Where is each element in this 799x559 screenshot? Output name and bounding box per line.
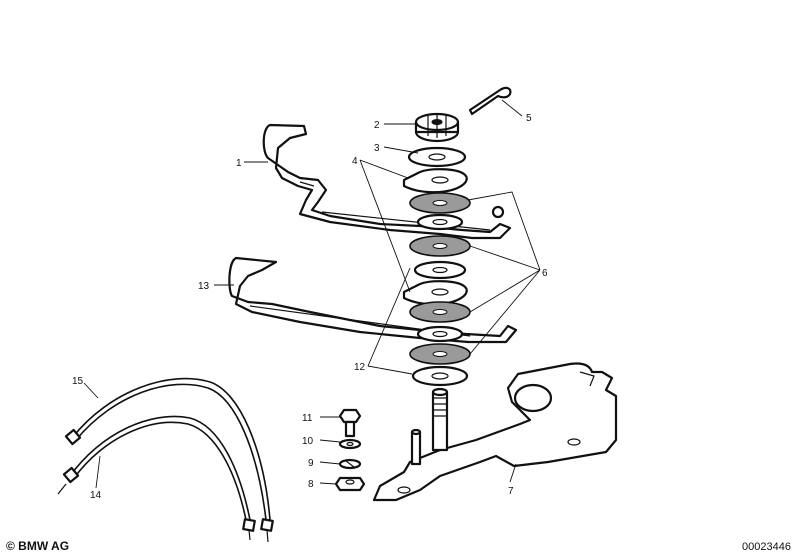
callout-labels: 1 2 3 4 5 6 7 8 9 10 11 12 13 14 15 bbox=[72, 113, 548, 501]
callout-2: 2 bbox=[374, 120, 380, 131]
copyright-notice: © BMW AG bbox=[6, 539, 70, 553]
washer-12[interactable] bbox=[411, 365, 469, 387]
tab-plate-lower[interactable] bbox=[402, 280, 468, 306]
washer-3[interactable] bbox=[407, 146, 467, 168]
cable-14[interactable] bbox=[57, 415, 256, 541]
callout-13: 13 bbox=[198, 281, 210, 292]
leader-lines bbox=[83, 99, 541, 489]
friction-disc-1[interactable] bbox=[409, 192, 471, 214]
lower-lever[interactable] bbox=[228, 256, 518, 344]
callout-12: 12 bbox=[354, 362, 366, 373]
callout-9: 9 bbox=[308, 458, 314, 469]
callout-10: 10 bbox=[302, 436, 314, 447]
washer-lower[interactable] bbox=[413, 260, 467, 280]
document-number: 00023446 bbox=[742, 541, 791, 553]
callout-5: 5 bbox=[526, 113, 532, 124]
callout-15: 15 bbox=[72, 376, 84, 387]
flat-washer-10[interactable] bbox=[338, 438, 362, 450]
spring-washer-9[interactable] bbox=[338, 458, 362, 470]
callout-11: 11 bbox=[302, 413, 313, 424]
callout-8: 8 bbox=[308, 479, 314, 490]
callout-3: 3 bbox=[374, 143, 380, 154]
upper-lever[interactable] bbox=[262, 123, 512, 240]
cable-15[interactable] bbox=[64, 377, 274, 543]
callout-7: 7 bbox=[508, 486, 514, 497]
callout-1: 1 bbox=[236, 158, 242, 169]
friction-disc-3[interactable] bbox=[409, 301, 471, 323]
washer-mid[interactable] bbox=[416, 213, 464, 231]
tab-plate-upper[interactable] bbox=[402, 168, 468, 194]
friction-disc-4[interactable] bbox=[409, 343, 471, 365]
castle-nut[interactable] bbox=[414, 112, 460, 143]
callout-6: 6 bbox=[542, 268, 548, 279]
callout-4: 4 bbox=[352, 156, 358, 167]
cotter-pin[interactable] bbox=[468, 86, 512, 116]
friction-disc-2[interactable] bbox=[409, 235, 471, 257]
callout-14: 14 bbox=[90, 490, 102, 501]
hex-nut-8[interactable] bbox=[334, 476, 366, 492]
mounting-bracket[interactable] bbox=[372, 362, 618, 502]
washer-bottom[interactable] bbox=[416, 325, 464, 343]
hex-bolt[interactable] bbox=[338, 408, 362, 438]
